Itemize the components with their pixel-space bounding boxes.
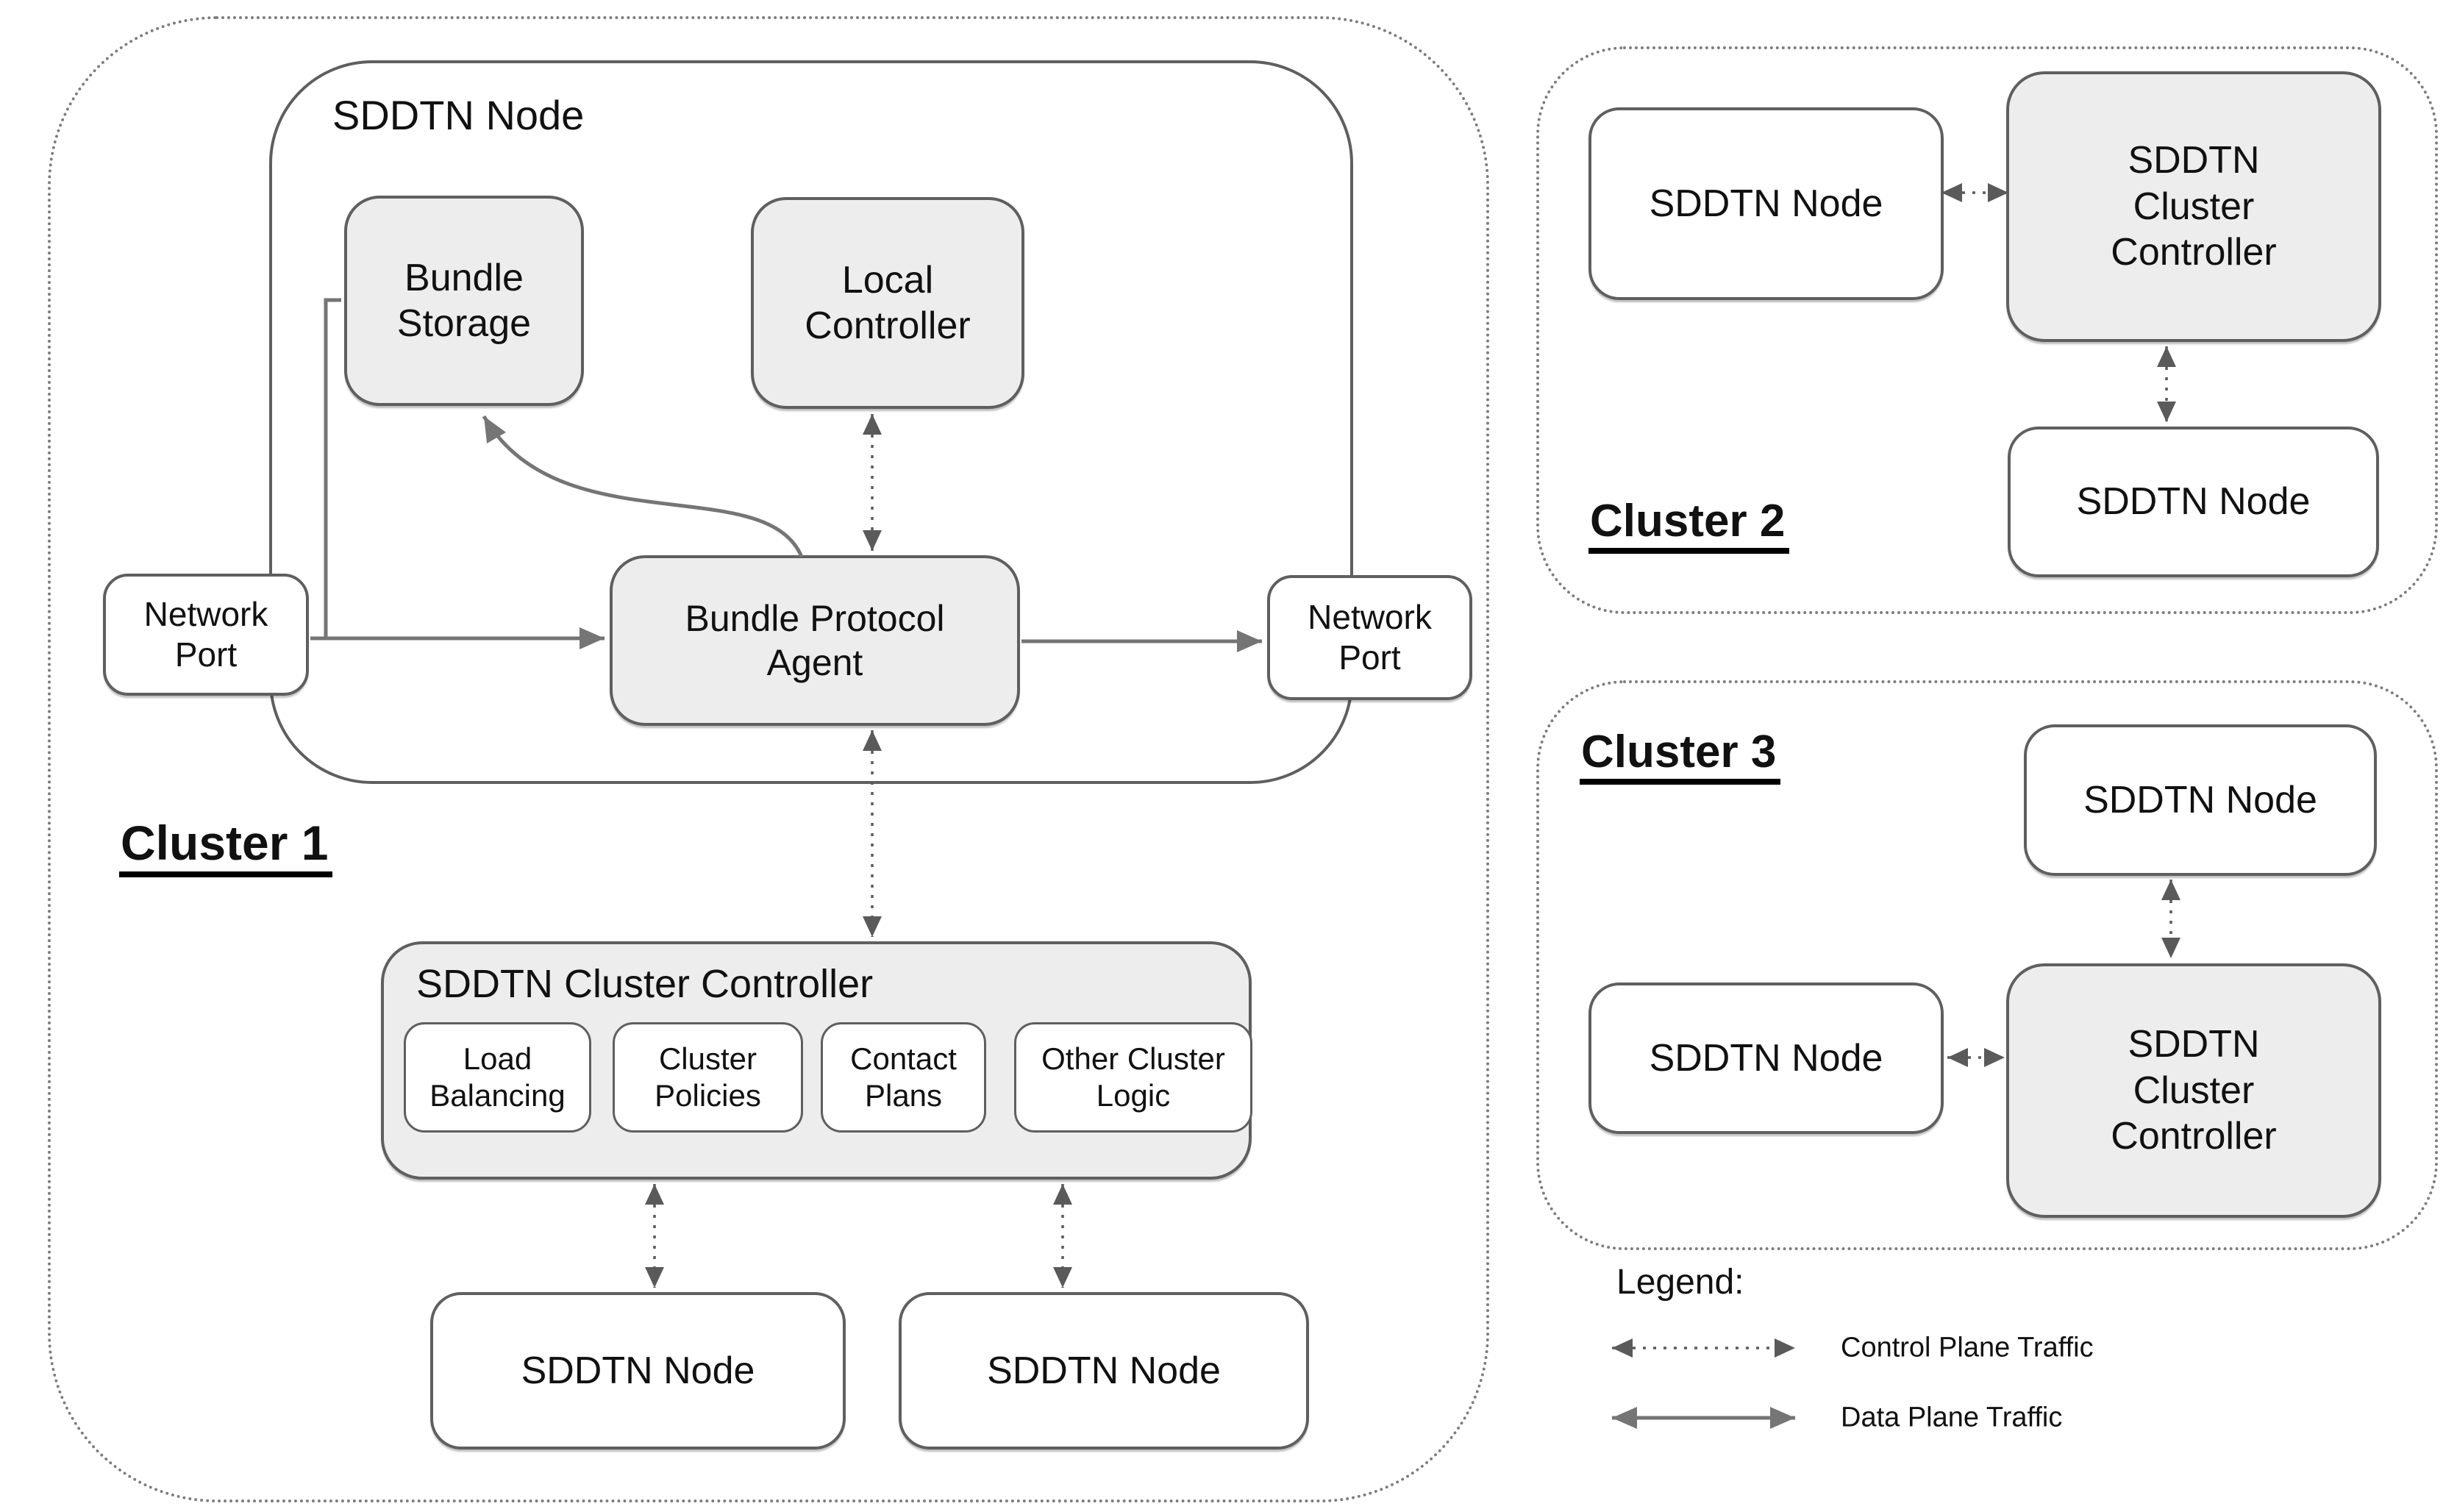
bundle-storage-label: Bundle Storage xyxy=(396,256,532,345)
cluster-controller-box: SDDTN Cluster Controller Load Balancing … xyxy=(381,941,1252,1180)
network-port-right-label: Network Port xyxy=(1308,597,1432,677)
network-port-left-box: Network Port xyxy=(103,574,309,696)
cluster1-border xyxy=(48,16,1489,1502)
bundle-storage-box: Bundle Storage xyxy=(344,196,584,406)
module-cluster-policies-label: Cluster Policies xyxy=(655,1041,761,1113)
local-controller-box: Local Controller xyxy=(751,197,1024,409)
cluster2-label: Cluster 2 xyxy=(1588,497,1790,554)
cluster-controller-title: SDDTN Cluster Controller xyxy=(416,962,874,1006)
bundle-protocol-agent-label: Bundle Protocol Agent xyxy=(685,598,945,683)
cluster1-sddtn-node-title: SDDTN Node xyxy=(332,92,585,138)
cluster1-member-node-1-label: SDDTN Node xyxy=(521,1349,755,1392)
cluster1-member-node-1: SDDTN Node xyxy=(430,1292,846,1449)
cluster1-member-node-2: SDDTN Node xyxy=(899,1292,1309,1449)
cluster1-member-node-2-label: SDDTN Node xyxy=(987,1349,1221,1392)
local-controller-label: Local Controller xyxy=(805,258,971,347)
cluster3-node-b: SDDTN Node xyxy=(1588,983,1944,1134)
legend-control-label: Control Plane Traffic xyxy=(1841,1332,2094,1363)
cluster3-controller-label: SDDTN Cluster Controller xyxy=(2111,1023,2277,1158)
cluster2-node-b: SDDTN Node xyxy=(2008,427,2379,577)
bundle-protocol-agent-box: Bundle Protocol Agent xyxy=(610,555,1020,726)
network-port-left-label: Network Port xyxy=(143,594,268,674)
legend-data-label: Data Plane Traffic xyxy=(1841,1402,2063,1433)
cluster3-node-b-label: SDDTN Node xyxy=(1649,1036,1883,1080)
module-contact-plans-label: Contact Plans xyxy=(850,1041,957,1113)
cluster2-controller-box: SDDTN Cluster Controller xyxy=(2006,71,2381,342)
module-contact-plans: Contact Plans xyxy=(821,1022,986,1133)
module-cluster-policies: Cluster Policies xyxy=(613,1022,803,1133)
cluster2-node-a-label: SDDTN Node xyxy=(1649,182,1883,225)
cluster3-node-a-label: SDDTN Node xyxy=(2083,778,2317,821)
network-port-right-box: Network Port xyxy=(1267,575,1472,700)
cluster3-node-a: SDDTN Node xyxy=(2024,724,2377,876)
legend-title: Legend: xyxy=(1616,1263,1744,1302)
cluster1-label: Cluster 1 xyxy=(119,817,333,878)
module-other-cluster-logic-label: Other Cluster Logic xyxy=(1041,1041,1225,1113)
module-load-balancing-label: Load Balancing xyxy=(429,1041,566,1113)
cluster1-sddtn-node-rect xyxy=(269,60,1353,784)
cluster3-border xyxy=(1536,680,2438,1250)
cluster2-border xyxy=(1536,46,2438,614)
cluster3-controller-box: SDDTN Cluster Controller xyxy=(2006,963,2381,1218)
cluster2-node-a: SDDTN Node xyxy=(1588,107,1944,300)
cluster3-label: Cluster 3 xyxy=(1580,728,1781,785)
module-load-balancing: Load Balancing xyxy=(404,1022,591,1133)
module-other-cluster-logic: Other Cluster Logic xyxy=(1014,1022,1252,1133)
cluster2-node-b-label: SDDTN Node xyxy=(2076,480,2311,524)
cluster2-controller-label: SDDTN Cluster Controller xyxy=(2111,139,2277,274)
